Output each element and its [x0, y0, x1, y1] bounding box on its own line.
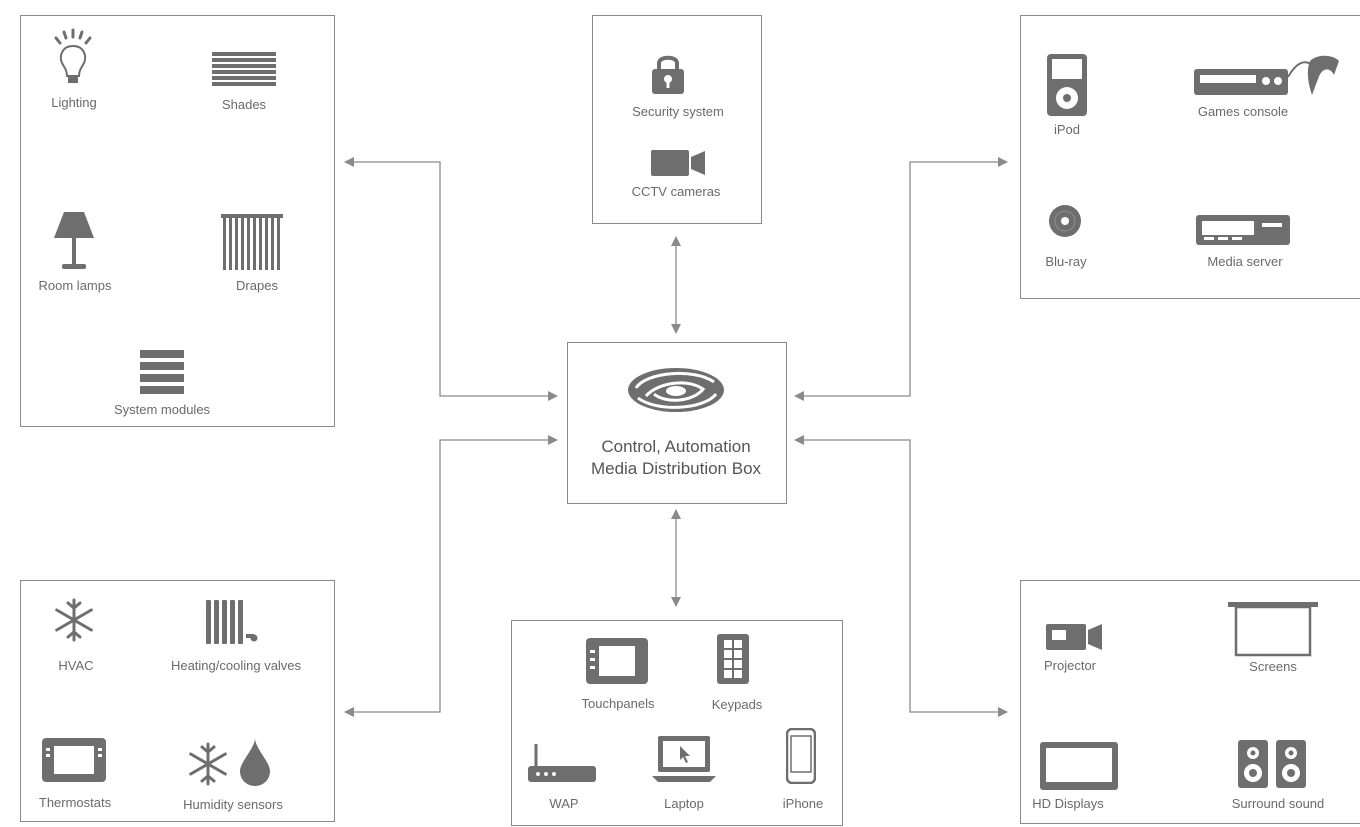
thermostats-label: Thermostats: [38, 795, 112, 810]
padlock-icon: [652, 55, 684, 94]
radiator-valve-icon: [206, 600, 258, 644]
humidity-sensors-label: Humidity sensors: [183, 797, 283, 812]
speakers-icon: [1238, 740, 1306, 788]
touchpanel-icon: [586, 638, 648, 684]
surround-sound-label: Surround sound: [1231, 796, 1325, 811]
control-box-title-line1: Control, Automation: [601, 437, 751, 456]
room-lamps-label: Room lamps: [38, 278, 112, 293]
keypad-icon: [717, 634, 749, 684]
games-console-icon: [1194, 55, 1339, 95]
thermostat-icon: [42, 738, 106, 782]
media-server-icon: [1196, 215, 1290, 245]
cctv-camera-icon: [651, 150, 705, 176]
control-box-title-line2: Media Distribution Box: [590, 459, 762, 478]
hd-display-icon: [1040, 742, 1118, 790]
table-lamp-icon: [54, 212, 94, 269]
system-modules-label: System modules: [113, 402, 211, 417]
wap-label: WAP: [549, 796, 579, 811]
hvac-label: HVAC: [58, 658, 94, 673]
bluray-label: Blu-ray: [1045, 254, 1087, 269]
humidity-snowflake-icon: [189, 742, 227, 786]
lightbulb-icon: [54, 28, 92, 83]
wifi-router-icon: [528, 744, 596, 782]
iphone-icon: [786, 728, 816, 784]
shades-label: Shades: [221, 97, 267, 112]
shades-icon: [212, 52, 276, 86]
control-box-title: Control, Automation Media Distribution B…: [567, 436, 785, 480]
ipod-icon: [1047, 54, 1087, 116]
ipod-label: iPod: [1053, 122, 1081, 137]
snowflake-icon: [55, 598, 93, 642]
keypads-label: Keypads: [711, 697, 763, 712]
arrow-center-media: [794, 157, 1008, 401]
media-server-label: Media server: [1207, 254, 1283, 269]
iphone-label: iPhone: [782, 796, 824, 811]
system-modules-icon: [140, 350, 184, 394]
arrow-lighting-center: [344, 157, 558, 401]
screens-label: Screens: [1249, 659, 1297, 674]
laptop-icon: [652, 736, 716, 782]
heating-cooling-valves-label: Heating/cooling valves: [170, 658, 302, 673]
touchpanels-label: Touchpanels: [581, 696, 655, 711]
laptop-label: Laptop: [664, 796, 704, 811]
swirl-logo-icon: [628, 368, 724, 412]
bluray-disc-icon: [1049, 205, 1081, 237]
devices-box: [511, 620, 843, 826]
arrow-center-av: [794, 435, 1008, 717]
lighting-label: Lighting: [51, 95, 97, 110]
projector-label: Projector: [1043, 658, 1097, 673]
arrow-climate-center: [344, 435, 558, 717]
security-system-label: Security system: [632, 104, 724, 119]
drapes-icon: [221, 214, 283, 270]
games-console-label: Games console: [1197, 104, 1289, 119]
water-drop-icon: [240, 738, 270, 786]
cctv-cameras-label: CCTV cameras: [631, 184, 721, 199]
hd-displays-label: HD Displays: [1032, 796, 1104, 811]
projector-icon: [1046, 624, 1102, 650]
security-box: [592, 15, 762, 224]
drapes-label: Drapes: [236, 278, 278, 293]
projection-screen-icon: [1228, 602, 1318, 657]
